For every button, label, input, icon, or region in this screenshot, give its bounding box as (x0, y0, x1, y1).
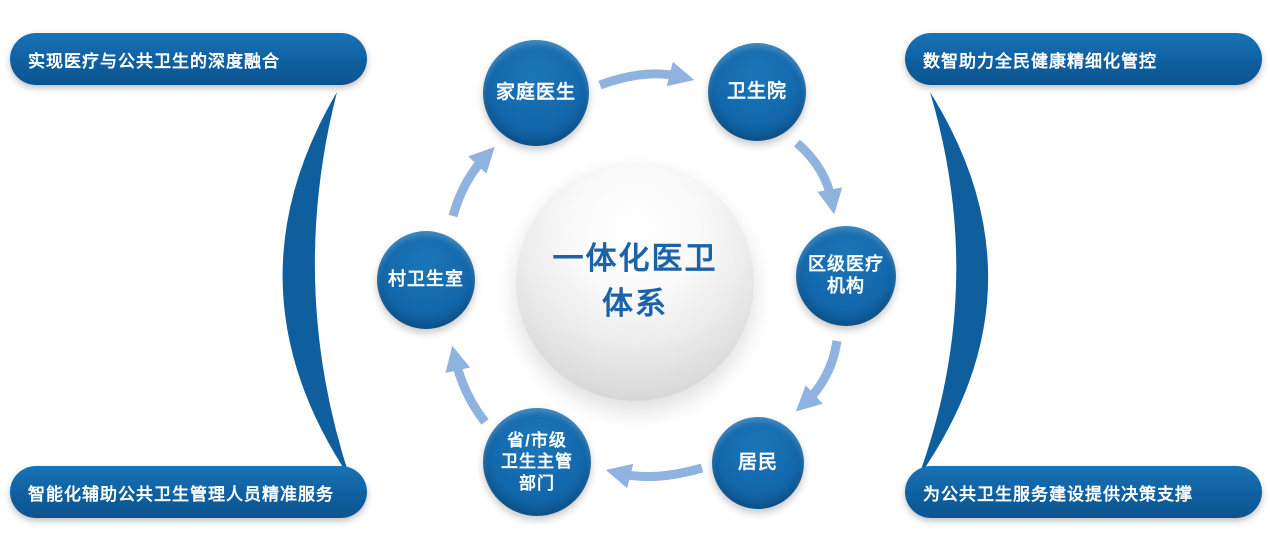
node-health-center-label: 卫生院 (726, 80, 787, 102)
node-residents-label: 居民 (737, 451, 778, 473)
node-provincial-municipal-health-dept: 省/市级 卫生主管 部门 (483, 408, 591, 516)
banner-top-right: 数智助力全民健康精细化管控 (905, 33, 1262, 85)
arrow-provincial-dept-to-village-clinic (445, 345, 489, 425)
banner-top-right-text: 数智助力全民健康精细化管控 (923, 51, 1157, 71)
arrow-residents-to-provincial-dept (605, 463, 704, 489)
arrow-district-medical-to-residents (795, 340, 842, 412)
banner-bottom-right-text: 为公共卫生服务建设提供决策支撑 (923, 484, 1193, 504)
node-residents: 居民 (712, 417, 804, 509)
node-provincial-municipal-health-dept-label: 省/市级 卫生主管 部门 (501, 431, 573, 493)
center-title: 一体化医卫 体系 (552, 241, 718, 321)
node-district-medical-institution-label: 区级医疗 机构 (808, 254, 884, 296)
center-sphere: 一体化医卫 体系 (516, 163, 754, 401)
left-crescent-arc (282, 92, 350, 478)
node-health-center: 卫生院 (708, 43, 806, 141)
arrow-health-center-to-district-medical (794, 139, 843, 215)
banner-top-left-text: 实现医疗与公共卫生的深度融合 (28, 51, 280, 71)
node-village-clinic-label: 村卫生室 (388, 269, 464, 290)
node-family-doctor-label: 家庭医生 (495, 81, 576, 103)
node-district-medical-institution: 区级医疗 机构 (796, 226, 896, 326)
banner-bottom-left: 智能化辅助公共卫生管理人员精准服务 (10, 466, 367, 518)
node-village-clinic: 村卫生室 (377, 231, 475, 329)
right-crescent-arc (918, 92, 989, 478)
arrow-family-doctor-to-health-center (598, 61, 695, 90)
banner-bottom-left-text: 智能化辅助公共卫生管理人员精准服务 (28, 484, 334, 504)
arrow-village-clinic-to-family-doctor (448, 146, 495, 218)
banner-bottom-right: 为公共卫生服务建设提供决策支撑 (905, 466, 1262, 518)
banner-top-left: 实现医疗与公共卫生的深度融合 (10, 33, 367, 85)
node-family-doctor: 家庭医生 (483, 40, 589, 146)
